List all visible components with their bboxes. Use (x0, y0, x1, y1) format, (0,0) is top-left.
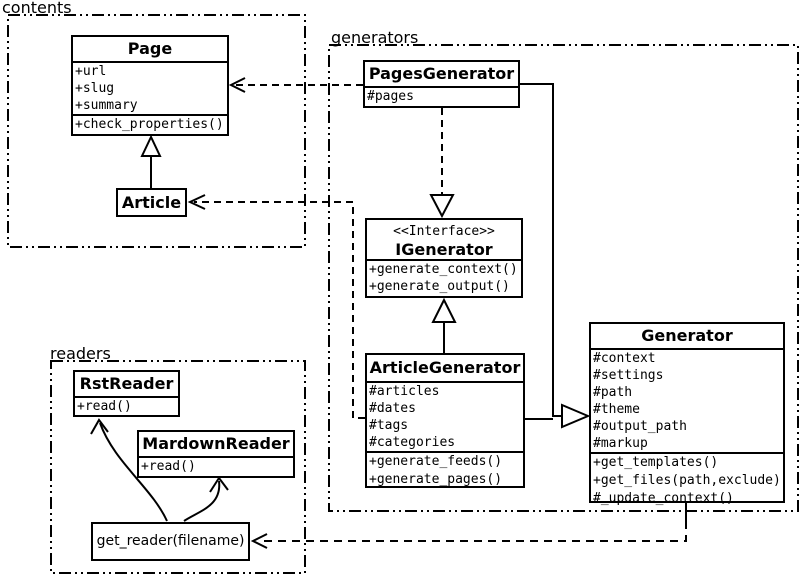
attribute-line: +slug (75, 81, 115, 96)
class-article: Article (116, 188, 187, 217)
class-articlegenerator-title: ArticleGenerator (369, 358, 521, 377)
attribute-line: #output_path (593, 419, 687, 434)
attribute-line: #markup (593, 436, 648, 451)
method-line: +generate_context() (369, 262, 518, 277)
method-line: #_update_context() (593, 491, 734, 506)
class-mardownreader: MardownReader +read() (137, 430, 295, 478)
class-pagesgenerator: PagesGenerator #pages (363, 60, 520, 108)
attribute-line: #tags (369, 418, 409, 433)
dependency-arrowhead-at-article (187, 194, 206, 210)
attribute-line: #theme (593, 402, 640, 417)
inheritance-line-pagesgenerator-to-generator (519, 83, 562, 417)
class-rstreader-methods: +read() (75, 396, 178, 415)
inheritance-triangle-article-to-page (140, 134, 162, 157)
dependency-line-generator-to-getreader (258, 521, 687, 542)
class-pagesgenerator-attributes: #pages (365, 86, 518, 105)
attribute-line: #pages (367, 89, 414, 104)
class-rstreader: RstReader +read() (73, 370, 180, 417)
class-igenerator-header: <<Interface>> IGenerator (367, 220, 521, 259)
class-mardownreader-title: MardownReader (142, 434, 290, 453)
inheritance-triangle-at-generator (561, 403, 591, 429)
attribute-line: +summary (75, 98, 138, 113)
attribute-line: #dates (369, 401, 416, 416)
method-line: +generate_output() (369, 279, 510, 294)
attribute-line: #context (593, 351, 656, 366)
class-rstreader-title: RstReader (79, 374, 174, 393)
method-line: +generate_feeds() (369, 454, 503, 469)
class-page-title: Page (127, 39, 173, 58)
class-generator-title: Generator (641, 326, 733, 345)
class-generator-attributes: #context #settings #path #theme #output_… (591, 348, 783, 452)
attribute-line: #path (593, 385, 633, 400)
class-article-title: Article (121, 193, 182, 212)
arrow-line-getreader-to-mardownreader (183, 480, 221, 522)
realization-triangle-at-igenerator-top (429, 194, 455, 219)
attribute-line: #articles (369, 384, 440, 399)
class-generator: Generator #context #settings #path #them… (589, 322, 785, 506)
attribute-line: #settings (593, 368, 664, 383)
class-articlegenerator: ArticleGenerator #articles #dates #tags … (365, 353, 525, 488)
class-generator-methods: +get_templates() +get_files(path,exclude… (591, 452, 783, 508)
dependency-line-articlegenerator-to-article (194, 201, 365, 419)
package-label-contents: contents (2, 0, 72, 17)
attribute-line: +url (75, 64, 107, 79)
generators-package-border (328, 44, 799, 512)
function-box-get-reader: get_reader(filename) (91, 522, 250, 561)
class-page: Page +url +slug +summary +check_properti… (71, 35, 229, 136)
arrow-line-getreader-to-rstreader (99, 422, 168, 522)
class-pagesgenerator-title: PagesGenerator (368, 64, 515, 83)
arrowhead-at-mardownreader (209, 476, 229, 493)
dependency-arrowhead-at-page (228, 77, 246, 93)
class-articlegenerator-methods: +generate_feeds() +generate_pages() (367, 451, 523, 489)
method-line: +check_properties() (75, 117, 224, 132)
contents-package-border (7, 14, 306, 248)
realization-triangle-at-igenerator-bottom (431, 297, 457, 323)
class-articlegenerator-attributes: #articles #dates #tags #categories (367, 381, 523, 451)
method-line: +generate_pages() (369, 472, 503, 487)
attribute-line: #categories (369, 435, 456, 450)
function-box-get-reader-label: get_reader(filename) (96, 533, 245, 549)
class-igenerator-stereotype: <<Interface>> (393, 224, 495, 239)
class-mardownreader-methods: +read() (139, 456, 293, 475)
arrowhead-at-rstreader (90, 418, 109, 435)
readers-package-border (50, 360, 306, 574)
class-igenerator: <<Interface>> IGenerator +generate_conte… (365, 218, 523, 298)
method-line: +read() (141, 459, 196, 474)
class-page-attributes: +url +slug +summary (73, 61, 227, 114)
class-igenerator-title: IGenerator (395, 240, 493, 259)
method-line: +get_templates() (593, 455, 719, 470)
method-line: +get_files(path,exclude) (593, 473, 781, 488)
class-page-methods: +check_properties() (73, 114, 227, 133)
dependency-arrowhead-at-getreader (250, 533, 268, 549)
package-label-readers: readers (50, 344, 111, 363)
class-igenerator-methods: +generate_context() +generate_output() (367, 259, 521, 295)
package-label-generators: generators (331, 28, 419, 47)
method-line: +read() (77, 399, 132, 414)
